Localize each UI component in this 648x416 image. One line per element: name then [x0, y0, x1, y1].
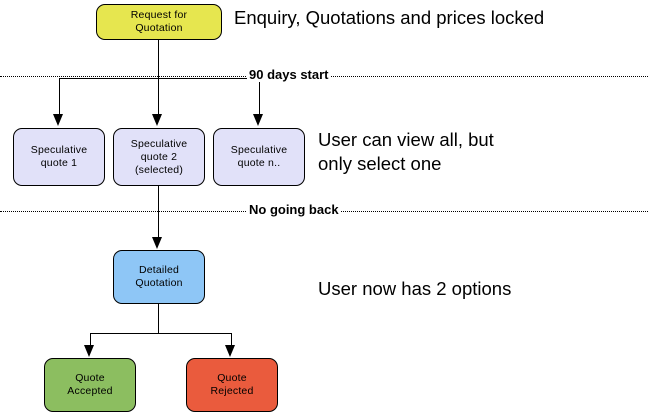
annotation-user-now-has-2-options: User now has 2 options [318, 278, 512, 299]
annotation-user-can-view-all: User can view all, but only select one [318, 129, 494, 174]
phase-divider-label-90-days-start: 90 days start [247, 67, 331, 82]
arrowhead-quote-2 [152, 114, 162, 126]
node-speculative-quote-n[interactable]: Speculative quote n.. [213, 128, 305, 186]
node-quote-rejected[interactable]: Quote Rejected [186, 358, 278, 412]
connector-drop-to-rejected [231, 333, 232, 347]
node-speculative-quote-1[interactable]: Speculative quote 1 [13, 128, 105, 186]
connector-drop-to-quote-n [259, 78, 260, 115]
connector-distribution-bus-bottom [90, 333, 232, 334]
node-request-for-quotation[interactable]: Request for Quotation [96, 4, 222, 40]
arrowhead-quote-1 [53, 114, 63, 126]
connector-drop-to-quote-2 [158, 78, 159, 115]
node-speculative-quote-2-selected[interactable]: Speculative quote 2 (selected) [113, 128, 205, 186]
connector-drop-to-accepted [90, 333, 91, 347]
node-detailed-quotation[interactable]: Detailed Quotation [113, 250, 205, 304]
annotation-enquiry-prices-locked: Enquiry, Quotations and prices locked [234, 7, 545, 28]
arrowhead-quote-rejected [225, 345, 235, 357]
connector-rfq-trunk [158, 40, 159, 78]
arrowhead-quote-accepted [84, 345, 94, 357]
arrowhead-quote-n [253, 114, 263, 126]
arrowhead-detailed-quotation [152, 237, 162, 249]
connector-drop-to-quote-1 [59, 78, 60, 115]
phase-divider-label-no-going-back: No going back [247, 202, 341, 217]
connector-distribution-bus-top [59, 78, 259, 79]
node-quote-accepted[interactable]: Quote Accepted [44, 358, 136, 412]
connector-selected-to-detailed [158, 186, 159, 238]
connector-detailed-trunk [158, 304, 159, 333]
